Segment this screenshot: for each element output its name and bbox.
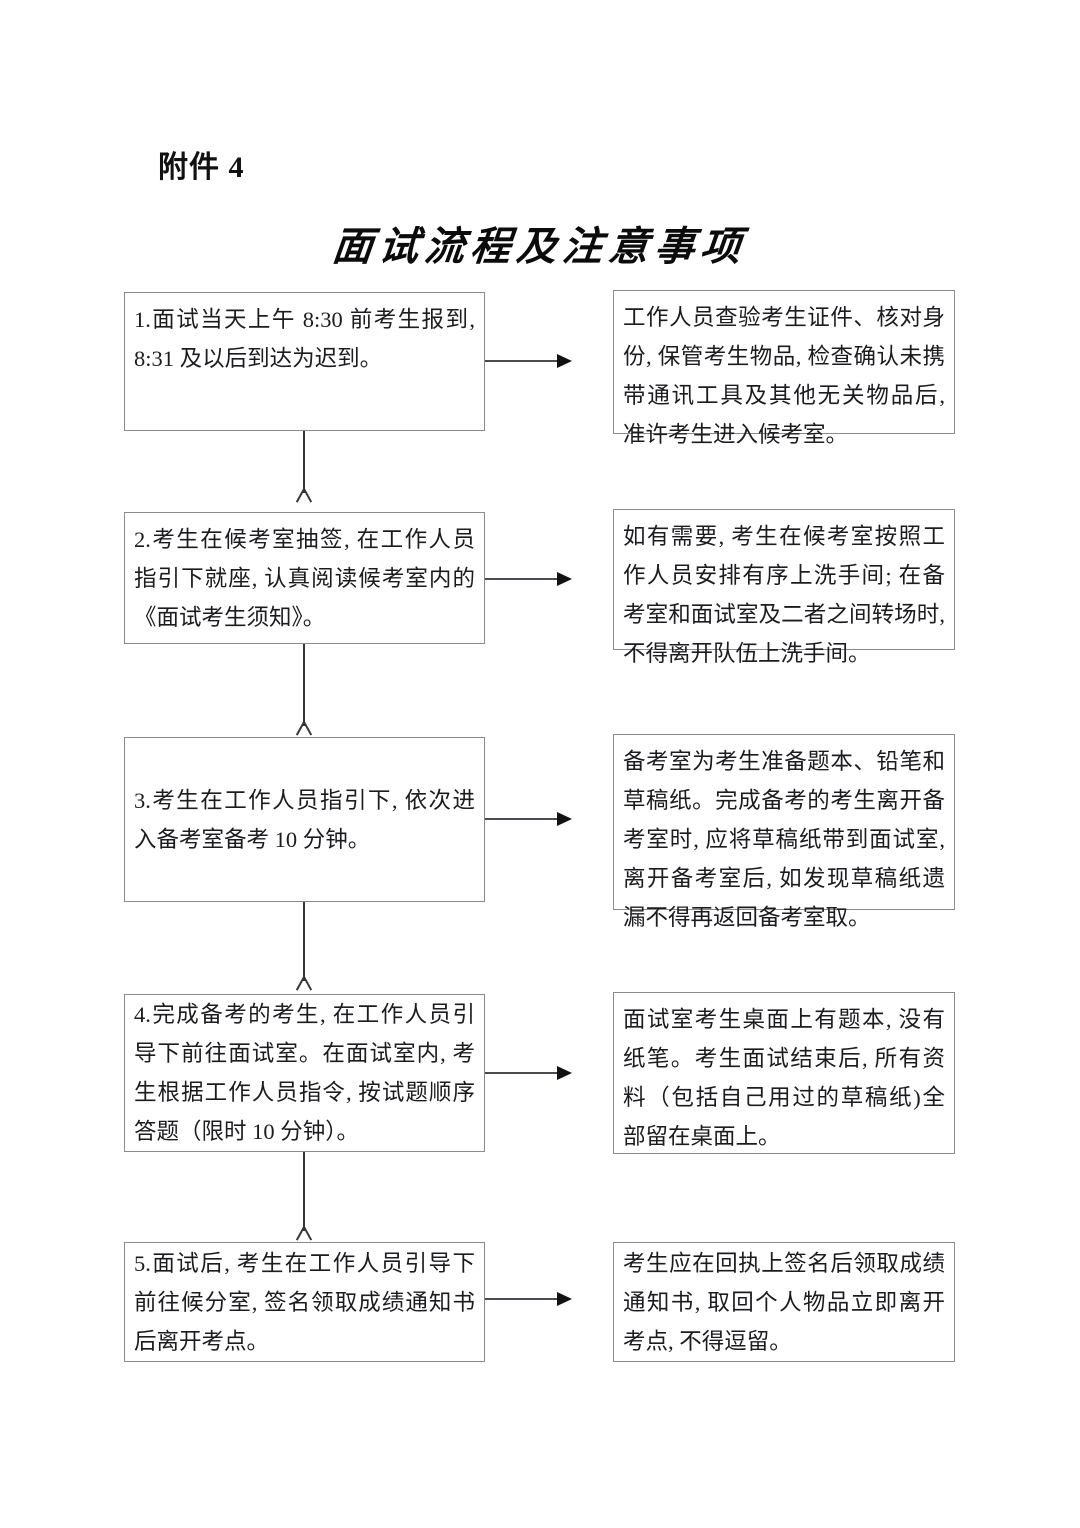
flow-step-3-right-box: 备考室为考生准备题本、铅笔和草稿纸。完成备考的考生离开备考室时, 应将草稿纸带到… xyxy=(613,734,955,930)
flow-step-3-left-box: 3.考生在工作人员指引下, 依次进入备考室备考 10 分钟。 xyxy=(124,737,485,902)
arrow-right-step-1 xyxy=(485,354,572,368)
flow-step-1-left-box: 1.面试当天上午 8:30 前考生报到, 8:31 及以后到达为迟到。 xyxy=(124,292,485,431)
arrow-shaft xyxy=(303,431,305,493)
arrow-shaft xyxy=(485,360,559,362)
flow-step-5-right-text: 考生应在回执上签名后领取成绩通知书, 取回个人物品立即离开考点, 不得逗留。 xyxy=(623,1250,945,1354)
flow-step-4-right-text: 面试室考生桌面上有题本, 没有纸笔。考生面试结束后, 所有资料（包括自己用过的草… xyxy=(623,1007,945,1149)
flow-step-1-left-text: 1.面试当天上午 8:30 前考生报到, 8:31 及以后到达为迟到。 xyxy=(134,307,481,371)
arrow-shaft xyxy=(485,1072,559,1074)
flow-step-3-right-text: 备考室为考生准备题本、铅笔和草稿纸。完成备考的考生离开备考室时, 应将草稿纸带到… xyxy=(623,749,951,930)
arrow-shaft xyxy=(303,1152,305,1231)
flow-step-2-right-text: 如有需要, 考生在候考室按照工作人员安排有序上洗手间; 在备考室和面试室及二者之… xyxy=(623,524,951,666)
flow-step-1-right-text: 工作人员查验考生证件、核对身份, 保管考生物品, 检查确认未携带通讯工具及其他无… xyxy=(623,305,951,447)
arrow-down-step-2-to-3 xyxy=(295,644,313,739)
arrow-right-step-3 xyxy=(485,812,572,826)
flow-step-4-left-box: 4.完成备考的考生, 在工作人员引导下前往面试室。在面试室内, 考生根据工作人员… xyxy=(124,994,485,1152)
arrow-head xyxy=(297,722,311,736)
arrow-shaft xyxy=(485,578,559,580)
flow-step-2-left-text: 2.考生在候考室抽签, 在工作人员指引下就座, 认真阅读候考室内的《面试考生须知… xyxy=(134,526,475,630)
arrow-shaft xyxy=(303,902,305,981)
arrow-shaft xyxy=(485,1298,559,1300)
arrow-head xyxy=(557,354,572,368)
flow-step-5-left-box: 5.面试后, 考生在工作人员引导下前往候分室, 签名领取成绩通知书后离开考点。 xyxy=(124,1242,485,1362)
flow-step-4-left-text: 4.完成备考的考生, 在工作人员引导下前往面试室。在面试室内, 考生根据工作人员… xyxy=(134,1002,475,1144)
attachment-label: 附件 4 xyxy=(158,151,245,184)
flow-step-5-left-text: 5.面试后, 考生在工作人员引导下前往候分室, 签名领取成绩通知书后离开考点。 xyxy=(134,1250,475,1354)
arrow-right-step-4 xyxy=(485,1066,572,1080)
arrow-head xyxy=(557,1066,572,1080)
page-title: 面试流程及注意事项 xyxy=(330,224,749,269)
flow-step-1-right-box: 工作人员查验考生证件、核对身份, 保管考生物品, 检查确认未携带通讯工具及其他无… xyxy=(613,290,955,447)
arrow-head xyxy=(557,812,572,826)
arrow-down-step-3-to-4 xyxy=(295,902,313,994)
arrow-down-step-1-to-2 xyxy=(295,431,313,506)
flow-step-2-right-box: 如有需要, 考生在候考室按照工作人员安排有序上洗手间; 在备考室和面试室及二者之… xyxy=(613,509,955,666)
flow-step-3-left-text: 3.考生在工作人员指引下, 依次进入备考室备考 10 分钟。 xyxy=(134,787,475,852)
arrow-down-step-4-to-5 xyxy=(295,1152,313,1244)
arrow-head xyxy=(297,489,311,503)
flow-step-4-right-box: 面试室考生桌面上有题本, 没有纸笔。考生面试结束后, 所有资料（包括自己用过的草… xyxy=(613,992,955,1154)
arrow-head xyxy=(557,1292,572,1306)
flow-step-5-right-box: 考生应在回执上签名后领取成绩通知书, 取回个人物品立即离开考点, 不得逗留。 xyxy=(613,1242,955,1362)
arrow-head xyxy=(297,1227,311,1241)
arrow-shaft xyxy=(303,644,305,726)
arrow-right-step-2 xyxy=(485,572,572,586)
arrow-shaft xyxy=(485,818,559,820)
arrow-head xyxy=(297,977,311,991)
arrow-head xyxy=(557,572,572,586)
arrow-right-step-5 xyxy=(485,1292,572,1306)
flow-step-2-left-box: 2.考生在候考室抽签, 在工作人员指引下就座, 认真阅读候考室内的《面试考生须知… xyxy=(124,512,485,644)
